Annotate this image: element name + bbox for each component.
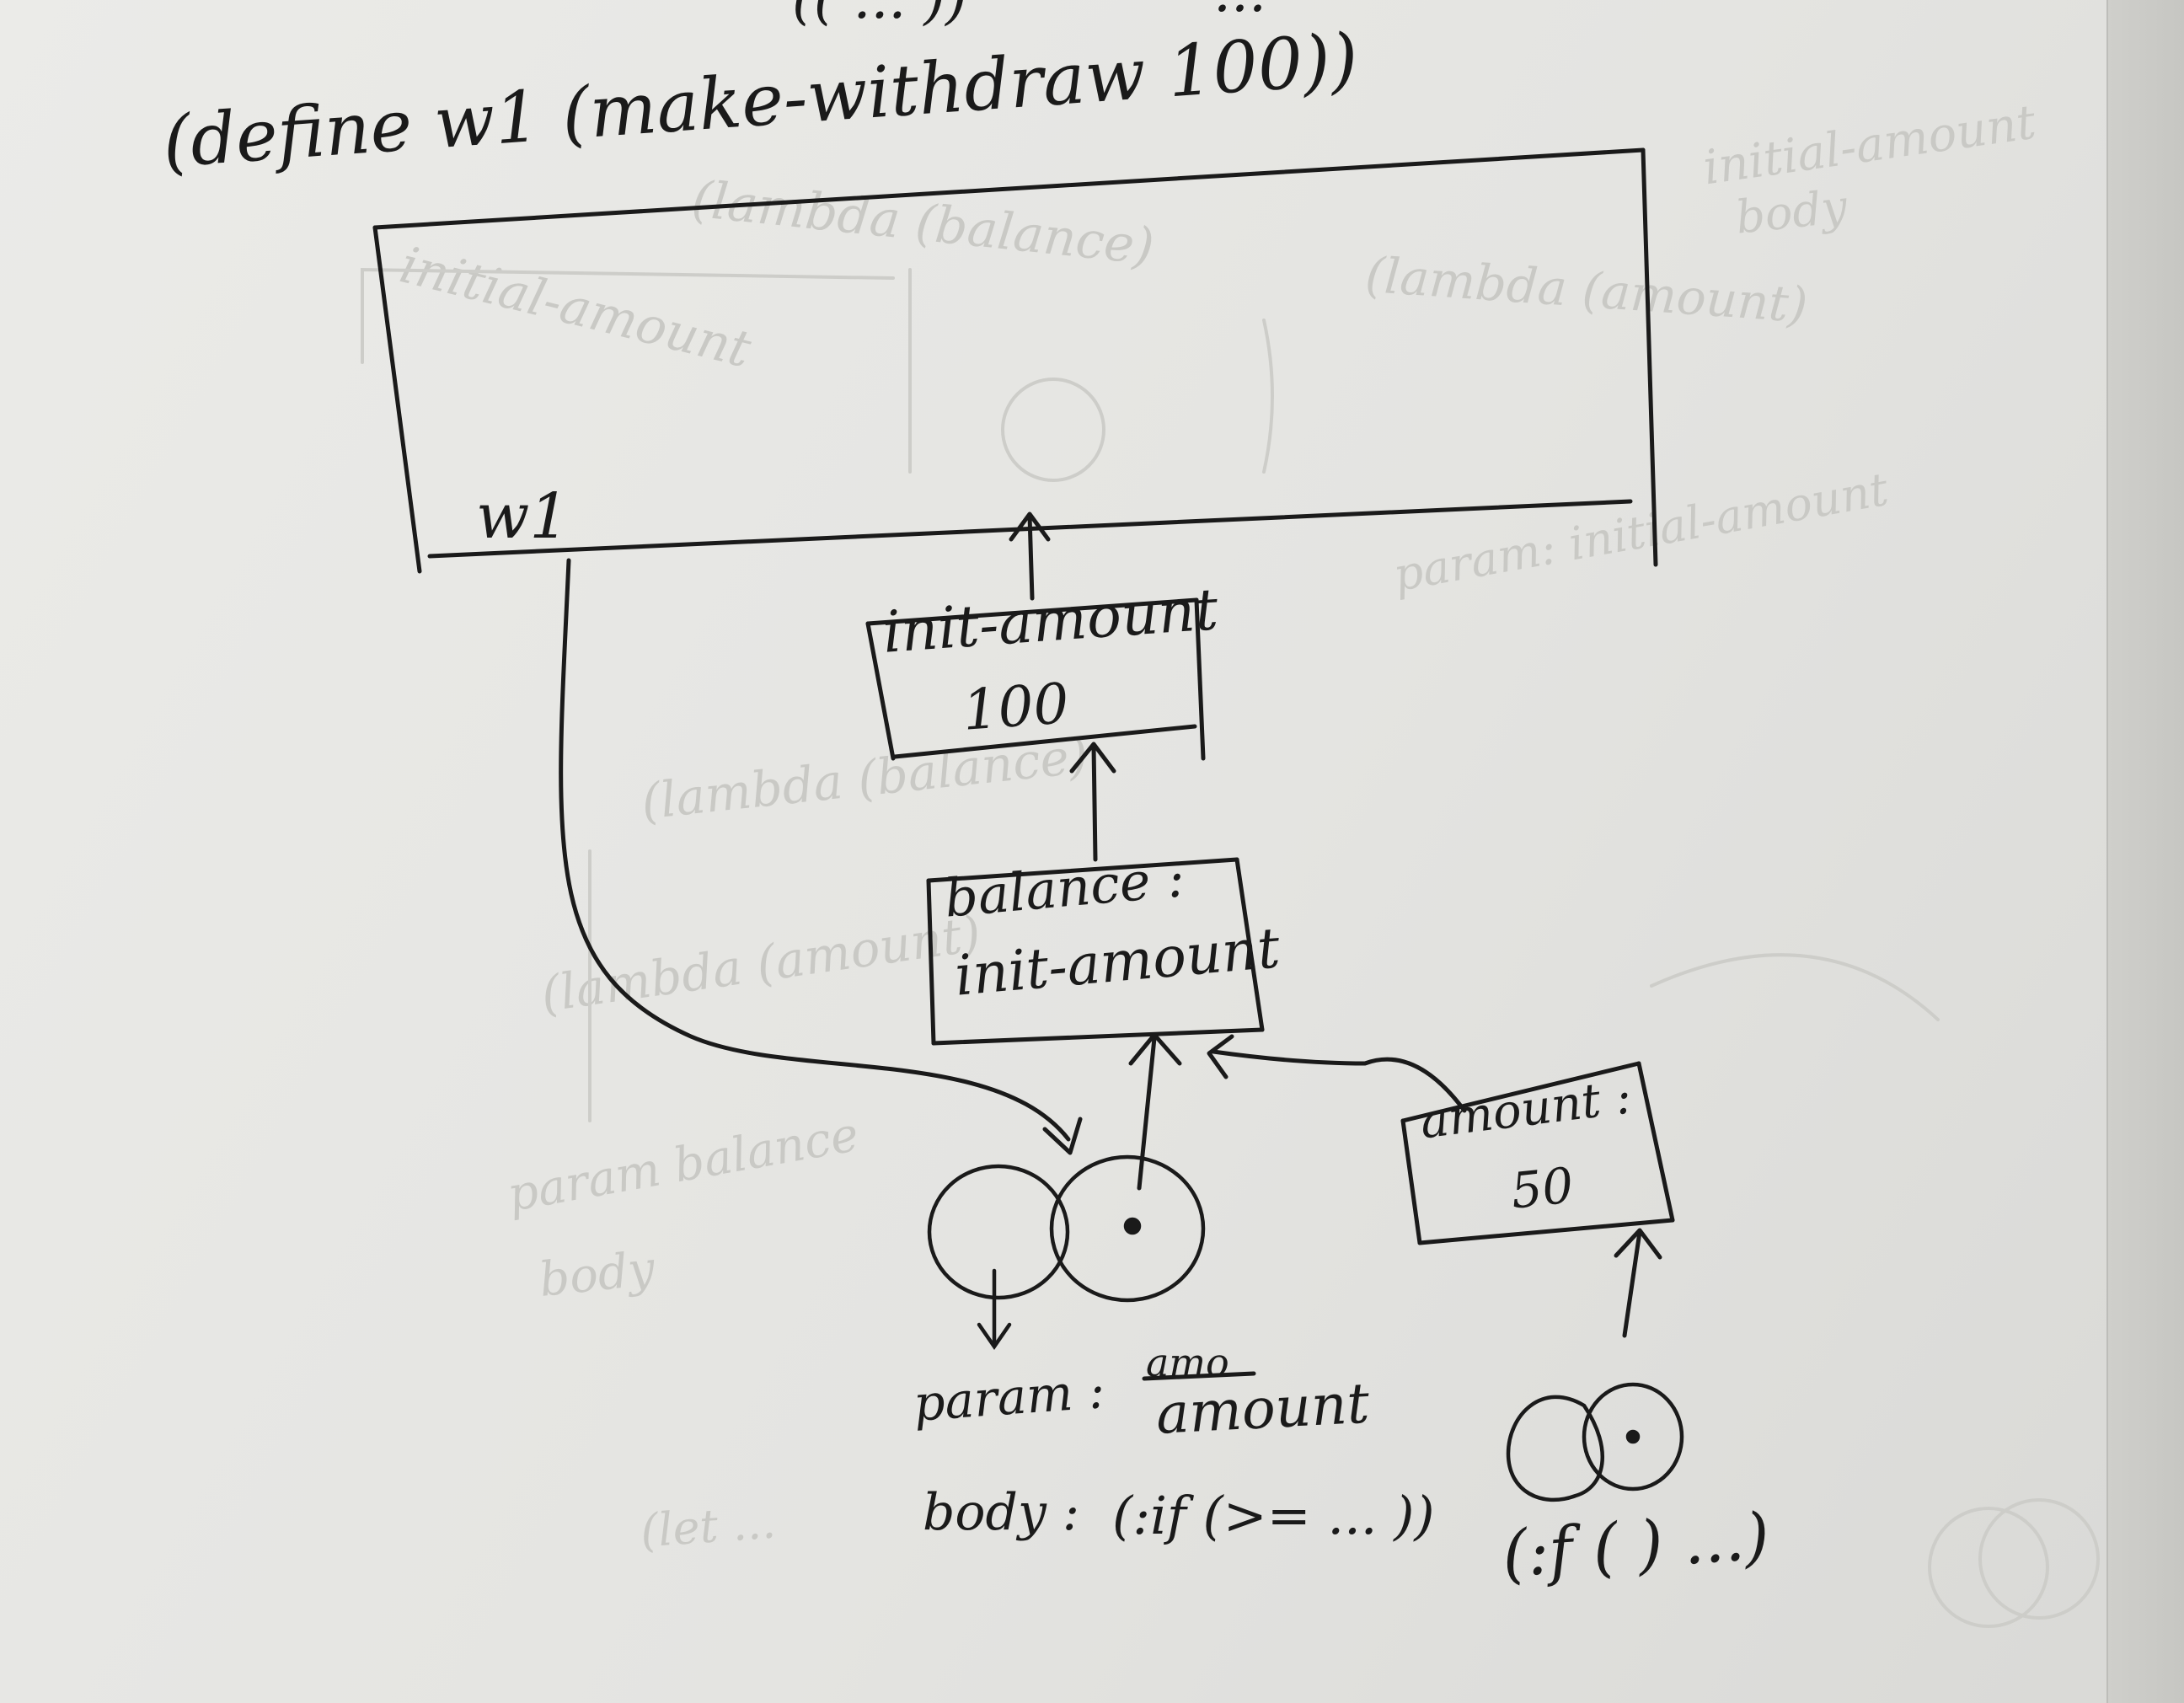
environment-arrows bbox=[1009, 511, 1662, 1338]
amount-binding-value: 50 bbox=[1508, 1156, 1576, 1220]
second-procedure-object bbox=[1506, 1382, 1684, 1502]
balance-frame-box bbox=[926, 857, 1265, 1046]
top-fragment-right: ... bbox=[1213, 0, 1266, 24]
top-fragment-left: (( ... )) bbox=[792, 0, 967, 31]
strike-through-line bbox=[1142, 1371, 1256, 1381]
procedure-object bbox=[927, 1154, 1206, 1350]
w1-pointer-arrow bbox=[559, 558, 1083, 1155]
page-edge bbox=[2106, 0, 2184, 1703]
amount-frame-box bbox=[1400, 1061, 1675, 1245]
global-frame-label: w1 bbox=[476, 480, 570, 553]
param-value: amount bbox=[1154, 1370, 1371, 1447]
init-amount-value: 100 bbox=[961, 671, 1072, 743]
ghost-shapes bbox=[361, 267, 2100, 1628]
body-value: (:if (>= ... )) bbox=[1112, 1485, 1435, 1546]
body-label: body : bbox=[923, 1483, 1080, 1542]
param-crossed-out: amo bbox=[1146, 1340, 1229, 1385]
init-amount-frame-box bbox=[865, 597, 1206, 761]
